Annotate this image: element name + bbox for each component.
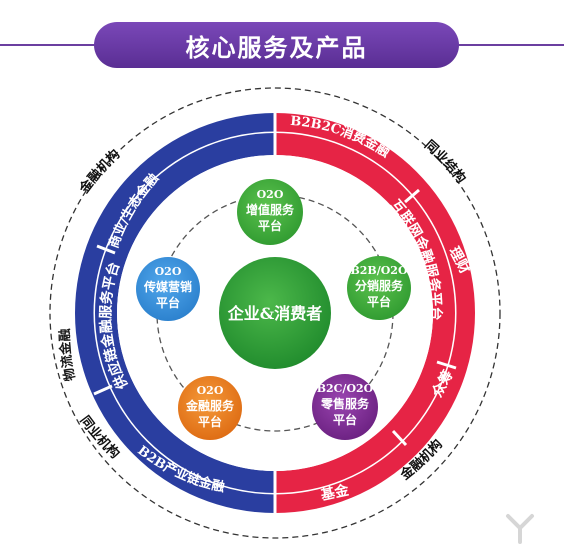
title-rule-right: [455, 44, 564, 46]
watermark-logo-icon: [506, 514, 534, 544]
svg-text:平台: 平台: [258, 218, 282, 233]
ring-left-inner: [95, 133, 275, 493]
title-rule-left: [0, 44, 100, 46]
outer-dashed-circle: [49, 87, 501, 539]
svg-text:平台: 平台: [198, 414, 222, 429]
svg-text:平台: 平台: [333, 412, 357, 427]
svg-text:平台: 平台: [367, 294, 391, 309]
svg-text:传媒营销: 传媒营销: [143, 279, 192, 294]
svg-text:物流金融: 物流金融: [57, 328, 79, 382]
outside-label-top-left: 金融机构: [76, 146, 123, 197]
svg-text:增值服务: 增值服务: [246, 202, 295, 217]
svg-text:O2O: O2O: [155, 265, 182, 278]
svg-text:O2O: O2O: [257, 188, 284, 201]
svg-text:零售服务: 零售服务: [320, 396, 370, 411]
outside-label-top-right: 同业结构: [421, 138, 469, 187]
svg-text:分销服务: 分销服务: [355, 278, 404, 293]
platform-distribution: B2B/O2O 分销服务 平台: [347, 256, 411, 320]
page-title: 核心服务及产品: [94, 22, 459, 68]
center-circle: [219, 257, 331, 369]
ring-label-fund: 基金: [319, 481, 351, 504]
ring-label-logistics-finance: 物流金融: [57, 328, 79, 382]
ring-right-inner: [275, 133, 455, 493]
svg-text:B2C/O2O: B2C/O2O: [317, 382, 374, 395]
platform-retail: B2C/O2O 零售服务 平台: [312, 374, 378, 440]
svg-text:B2B/O2O: B2B/O2O: [350, 264, 408, 277]
center-label: 企业&消费者: [227, 304, 322, 323]
svg-text:平台: 平台: [156, 295, 180, 310]
platform-media-marketing: O2O 传媒营销 平台: [136, 257, 200, 321]
svg-text:同业结构: 同业结构: [421, 138, 469, 187]
svg-text:金融机构: 金融机构: [76, 146, 123, 197]
svg-text:金融服务: 金融服务: [185, 398, 235, 413]
platform-value-added: O2O 增值服务 平台: [237, 179, 303, 245]
platform-finance: O2O 金融服务 平台: [178, 376, 242, 440]
svg-text:O2O: O2O: [197, 384, 224, 397]
